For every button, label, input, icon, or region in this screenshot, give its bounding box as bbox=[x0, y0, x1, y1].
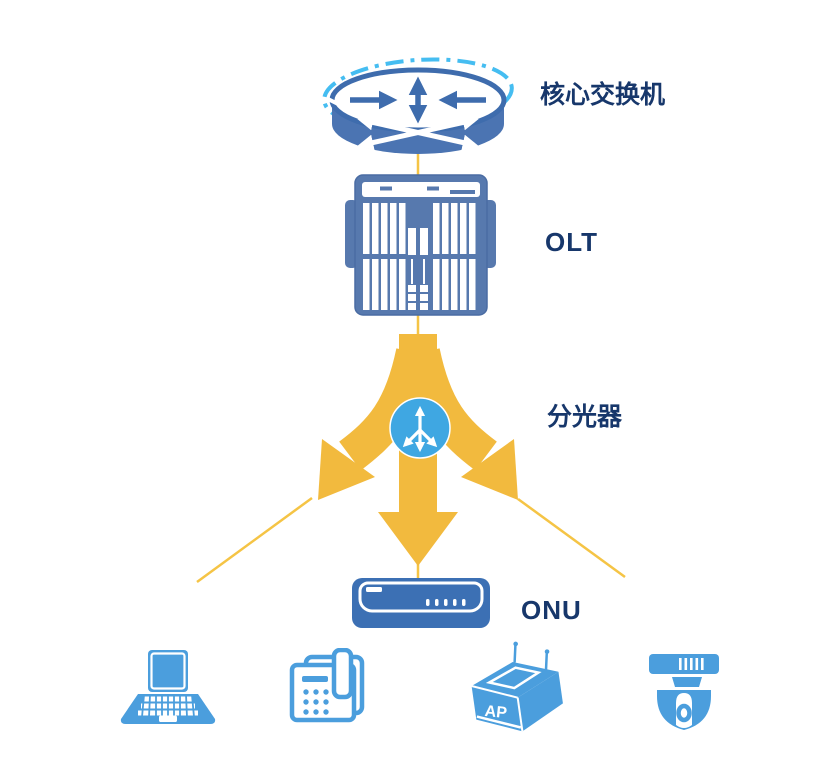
phone-handset bbox=[331, 648, 354, 700]
ap-front-stripe bbox=[476, 715, 522, 729]
label-splitter: 分光器 bbox=[547, 403, 623, 431]
core-switch-icon bbox=[322, 57, 514, 154]
onu-icon bbox=[352, 578, 490, 628]
halo-white-fragment bbox=[326, 97, 356, 115]
ap-front-face bbox=[471, 685, 523, 732]
laptop-key-separators bbox=[141, 694, 195, 718]
ap-side-face bbox=[517, 671, 563, 732]
ip-phone-icon bbox=[289, 648, 365, 723]
olt-icon bbox=[345, 174, 496, 316]
onu-led-row bbox=[426, 599, 466, 606]
ap-top-outline bbox=[485, 666, 542, 690]
ap-text: AP bbox=[484, 703, 508, 722]
halo-dash-ellipse bbox=[322, 57, 514, 131]
splitter-left-arrowhead bbox=[318, 439, 375, 500]
camera-lens bbox=[676, 703, 692, 723]
label-core-switch: 核心交换机 bbox=[540, 81, 666, 109]
laptop-icon bbox=[120, 650, 216, 724]
splitter-right-arrowhead bbox=[461, 439, 518, 500]
camera-neck bbox=[672, 677, 702, 687]
label-olt: OLT bbox=[545, 227, 599, 257]
switch-side-arrows bbox=[357, 114, 479, 151]
switch-top-arrows bbox=[350, 76, 486, 124]
onu-label-slot bbox=[366, 587, 382, 592]
olt-line-cards bbox=[363, 203, 476, 310]
wireless-ap-icon: AP bbox=[471, 641, 563, 732]
label-onu: ONU bbox=[521, 595, 582, 625]
drop-line-right bbox=[517, 497, 626, 579]
ap-antennas bbox=[513, 641, 550, 671]
laptop-trackpad bbox=[159, 715, 177, 722]
camera-vents bbox=[679, 658, 704, 670]
camera-mount bbox=[649, 654, 719, 674]
phone-keypad bbox=[303, 689, 329, 715]
drop-line-left bbox=[196, 496, 313, 584]
phone-display bbox=[302, 676, 328, 682]
ip-camera-icon bbox=[649, 654, 719, 730]
onu-front-panel bbox=[358, 581, 484, 613]
optical-splitter-icon bbox=[389, 397, 451, 459]
onu-body bbox=[352, 578, 490, 628]
